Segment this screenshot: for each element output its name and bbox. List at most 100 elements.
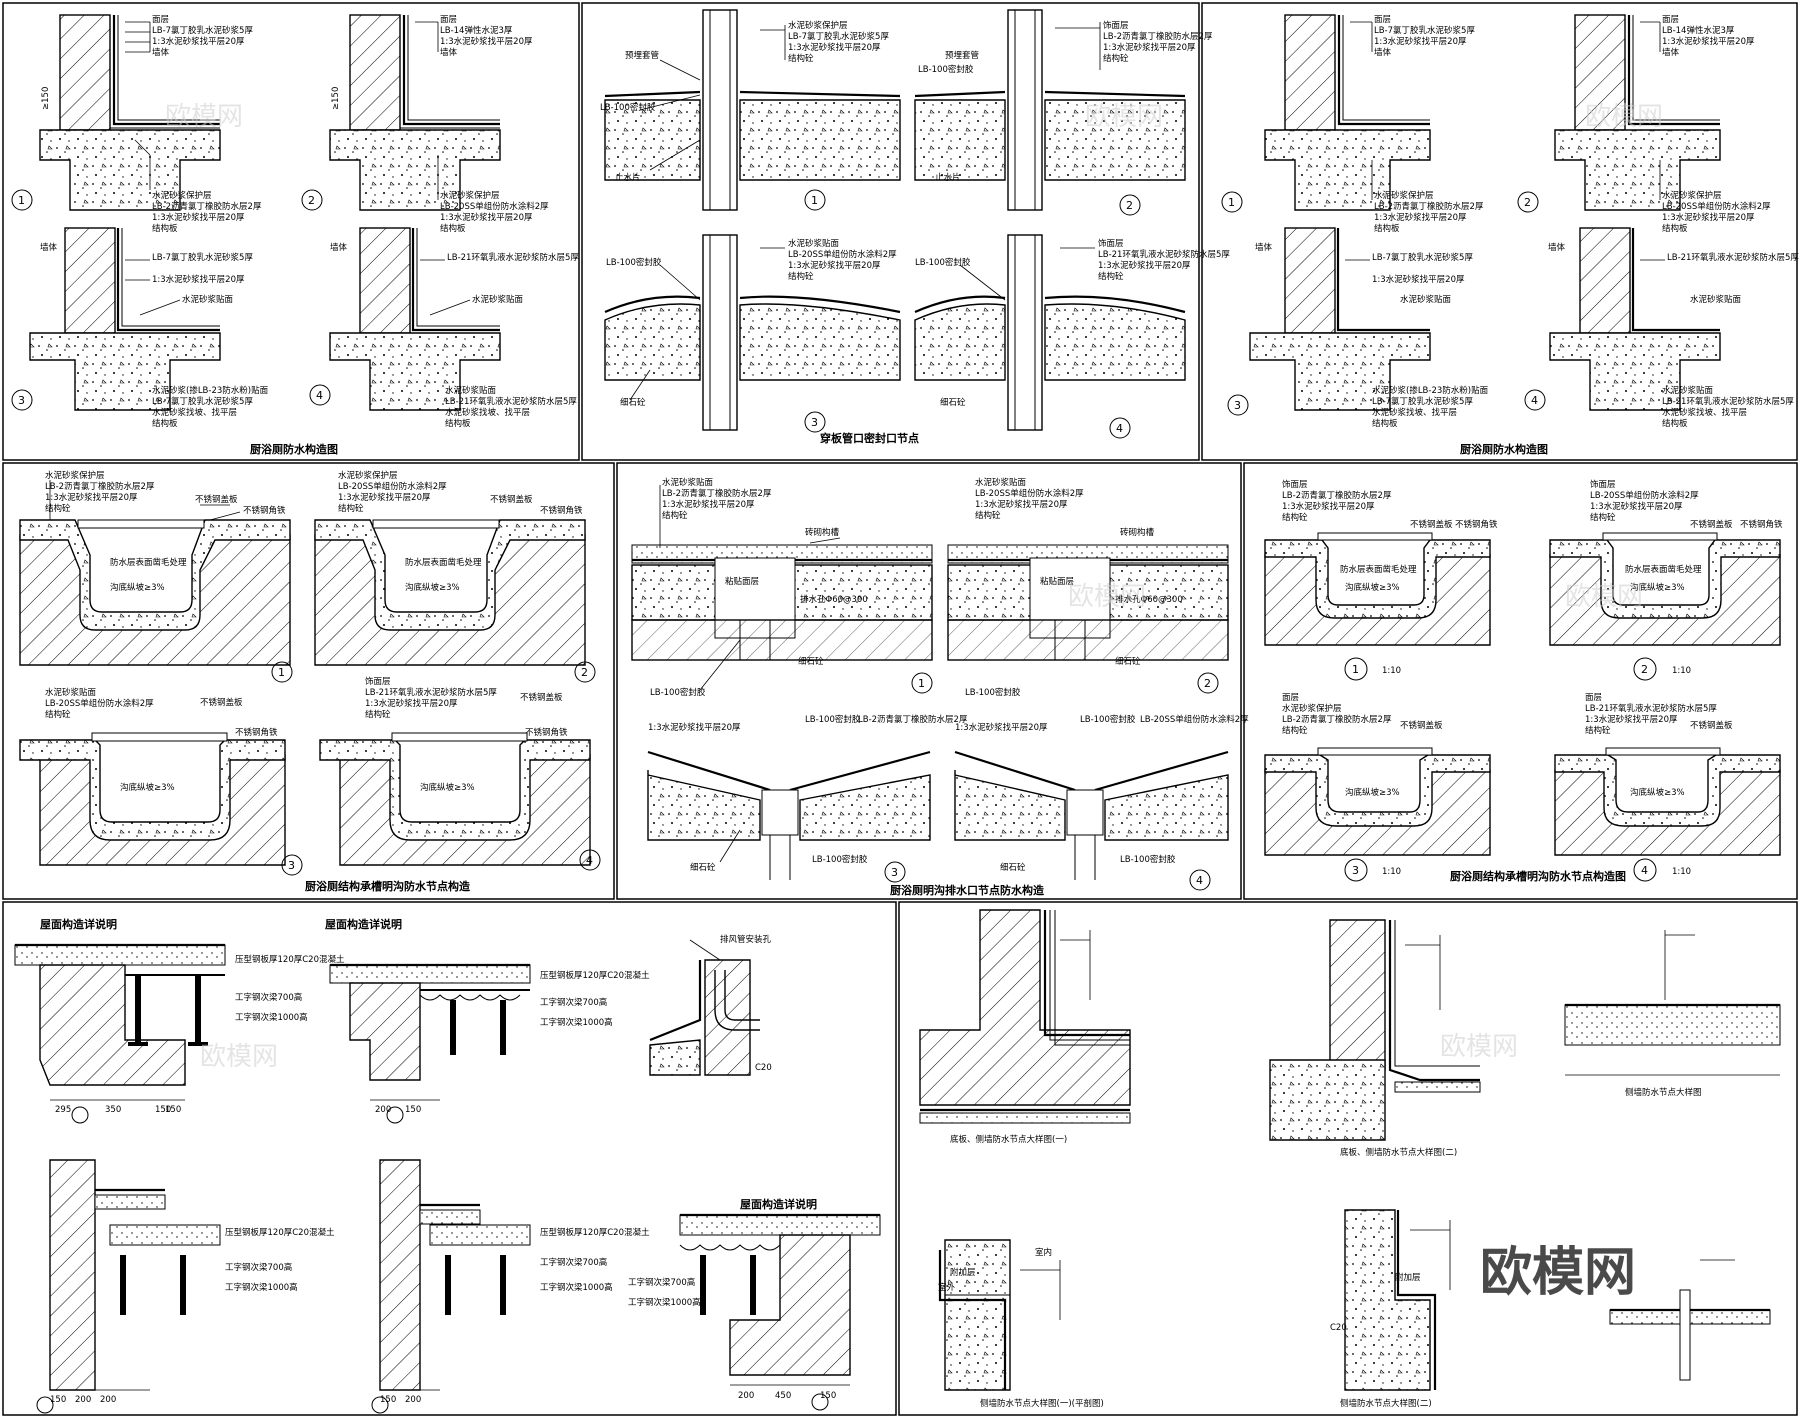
roof-detail-e: 200 450 150: [679, 1213, 881, 1411]
label: 1:3水泥砂浆找平层20厚: [1098, 260, 1191, 271]
detail-number: 1: [1352, 663, 1359, 676]
dim-150: ≥150: [331, 87, 341, 110]
label: 粘贴面层: [725, 576, 759, 587]
dim: 200: [738, 1391, 754, 1401]
label: 不锈钢角铁: [1455, 519, 1498, 530]
label: 结构砼: [338, 503, 364, 514]
trench-detail-1: 1: [19, 480, 293, 683]
label: 1:3水泥砂浆找平层20厚: [45, 492, 138, 503]
trench-r-detail-3: 3 1:10: [1264, 747, 1491, 882]
label: 1:3水泥砂浆找平层20厚: [152, 274, 245, 285]
label: 结构砼: [788, 271, 814, 282]
watermark-text: 欧模网: [200, 1042, 278, 1072]
label: 沟底纵坡≥3%: [110, 582, 165, 593]
dim: 150: [165, 1105, 181, 1115]
label: 1:3水泥砂浆找平层20厚: [1662, 212, 1755, 223]
label: 水泥砂浆找坡、找平层: [445, 407, 530, 418]
watermark-logo: 欧模网: [1480, 1243, 1636, 1303]
detail-number: 1: [811, 194, 818, 207]
label: 1:3水泥砂浆找平层20厚: [975, 499, 1068, 510]
label: 饰面层: [1103, 20, 1129, 31]
label: 1:3水泥砂浆找平层20厚: [152, 212, 245, 223]
detail-number: 3: [811, 416, 818, 429]
label: 墙体: [1374, 47, 1392, 58]
label: LB-100密封胶: [650, 687, 706, 698]
label: 细石砼: [690, 862, 716, 873]
label: 1:3水泥砂浆找平层20厚: [955, 722, 1048, 733]
label: LB-100密封胶: [965, 687, 1021, 698]
label: 水泥砂浆贴面: [445, 385, 497, 396]
label: 1:3水泥砂浆找平层20厚: [788, 260, 881, 271]
detail-number: 2: [1641, 663, 1648, 676]
label: 水泥砂浆(掺LB-23防水粉)贴面: [152, 385, 269, 396]
label: LB-20SS单组份防水涂料2厚: [1590, 490, 1699, 501]
label: 面层: [1374, 15, 1391, 25]
label: LB-7氯丁胶乳水泥砂浆5厚: [152, 252, 253, 263]
label: LB-100密封胶: [915, 257, 971, 268]
label: LB-21环氧乳液水泥砂浆防水层5厚: [1098, 249, 1230, 260]
label: LB-21环氧乳液水泥砂浆防水层5厚: [1662, 396, 1794, 407]
label: 结构砼: [1103, 53, 1129, 64]
label: 水泥砂浆保护层: [788, 20, 848, 31]
detail-number: 1: [278, 666, 285, 679]
detail-4-wall-floor: 4: [309, 227, 501, 411]
label: 1:3水泥砂浆找平层20厚: [1585, 714, 1678, 725]
dim: 200: [375, 1105, 391, 1115]
roof-detail-c: 150 200 200: [36, 1159, 221, 1414]
label: 工字钢次梁700高: [225, 1262, 292, 1273]
label: LB-2沥青氯丁橡胶防水层2厚: [45, 481, 155, 492]
basement-detail-5: [1344, 1209, 1451, 1391]
label: 面层: [1662, 15, 1679, 25]
label: 附加层: [950, 1267, 976, 1278]
label: 排风管安装孔: [720, 934, 772, 945]
label: 工字钢次梁700高: [540, 997, 607, 1008]
label: 室内: [1035, 1247, 1052, 1258]
label: 1:3水泥砂浆找平层20厚: [662, 499, 755, 510]
vent-detail: [649, 939, 760, 1076]
subtitle: 底板、侧墙防水节点大样图(二): [1340, 1147, 1457, 1158]
label: LB-7氯丁胶乳水泥砂浆5厚: [1372, 252, 1473, 263]
label: 防水层表面凿毛处理: [110, 557, 187, 568]
label: LB-100密封胶: [1080, 714, 1136, 725]
basement-detail-4: [938, 1239, 1061, 1391]
label: 水泥砂浆贴面: [975, 477, 1027, 488]
label: 工字钢次梁700高: [235, 992, 302, 1003]
label: LB-2沥青氯丁橡胶防水层2厚: [1282, 490, 1392, 501]
label: 止水片: [615, 172, 641, 183]
label: 面层: [1282, 693, 1299, 703]
roof-detail-a: 295 350 150 150: [14, 943, 226, 1124]
dim: 200: [75, 1395, 91, 1405]
trench-r-detail-4: 4 1:10: [1554, 747, 1781, 882]
label: 水泥砂浆保护层: [1282, 703, 1342, 714]
label: 结构砼: [1282, 512, 1308, 523]
label: 防水层表面凿毛处理: [1625, 564, 1702, 575]
subtitle: 侧墙防水节点大样图(一)(平剖图): [980, 1398, 1104, 1409]
label: 1:3水泥砂浆找平层20厚: [1103, 42, 1196, 53]
label: 不锈钢盖板: [1400, 720, 1443, 731]
label: 水泥砂浆贴面: [182, 294, 234, 305]
label: C20: [1330, 1323, 1347, 1333]
dim: 150: [380, 1395, 396, 1405]
dim: 150: [405, 1105, 421, 1115]
label: 水泥砂浆找坡、找平层: [1662, 407, 1747, 418]
label: 结构板: [152, 418, 178, 429]
detail-number: 2: [1126, 199, 1133, 212]
label: LB-2沥青氯丁橡胶防水层2厚: [662, 488, 772, 499]
trench-detail-4: 4: [319, 732, 601, 871]
label: 水泥砂浆保护层: [440, 190, 500, 201]
label: 1:3水泥砂浆找平层20厚: [365, 698, 458, 709]
label: 墙体: [1548, 242, 1566, 253]
label: 结构板: [445, 418, 471, 429]
detail-3-wall-floor: 3: [11, 227, 221, 411]
pipe-detail-4: 4: [914, 234, 1186, 439]
scale: 1:10: [1672, 867, 1691, 877]
label: LB-7氯丁胶乳水泥砂浆5厚: [152, 396, 253, 407]
label: LB-21环氧乳液水泥砂浆防水层5厚: [1667, 252, 1799, 263]
label: LB-7氯丁胶乳水泥砂浆5厚: [1374, 25, 1475, 36]
detail-2-wall-floor: 2: [1517, 14, 1721, 213]
label: 沟底纵坡≥3%: [1345, 582, 1400, 593]
label: 沟底纵坡≥3%: [1630, 582, 1685, 593]
label: 结构砼: [1585, 725, 1611, 736]
